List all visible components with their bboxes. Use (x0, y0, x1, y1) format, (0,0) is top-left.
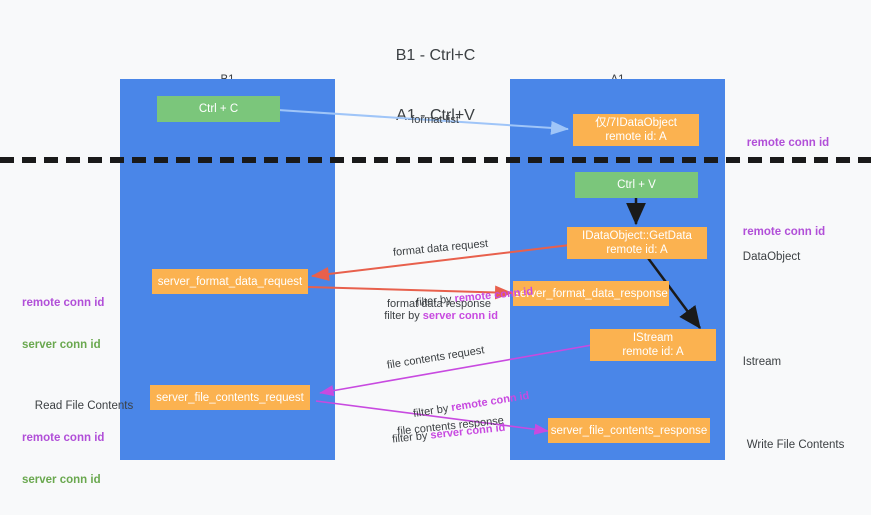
node-getdata-line-2: remote id: A (606, 244, 668, 256)
annotation-right-istream-text: Istream (742, 356, 782, 368)
edge-label-format-list: format list (399, 101, 459, 140)
annotation-left-remote-conn-id-text: remote conn id (22, 297, 105, 309)
annotation-right-dataobject: DataObject (730, 236, 801, 278)
edge-label-format-list-text: format list (411, 114, 459, 126)
node-server-file-contents-request[interactable]: server_file_contents_request (150, 385, 310, 410)
node-istream-line-1: IStream (632, 332, 674, 344)
node-idataobject[interactable]: 仅/7IDataObject remote id: A (573, 114, 699, 146)
annotation-right-write-file-contents-text: Write File Contents (746, 439, 845, 451)
annotation-left-conn-ids-2: remote conn id server conn id (22, 403, 104, 515)
node-idataobject-line-1: 仅/7IDataObject (595, 117, 677, 129)
diagram-title-line-1: B1 - Ctrl+C (395, 47, 476, 64)
edge-label-server-conn-id-1: server conn id (422, 310, 498, 322)
node-istream-line-2: remote id: A (622, 346, 684, 358)
diagram-canvas: B1 - Ctrl+C A1 - Ctrl+V B1 connection A1… (0, 47, 871, 486)
edge-label-filter-by-2: filter by (384, 310, 423, 322)
node-idataobject-getdata[interactable]: IDataObject::GetData remote id: A (567, 227, 707, 259)
annotation-left-conn-ids: remote conn id server conn id (22, 268, 104, 380)
node-ctrl-c-label: Ctrl + C (198, 103, 239, 115)
annotation-right-write-file-contents: Write File Contents (734, 424, 845, 466)
edge-label-format-data-response-filter: filter by server conn id (372, 297, 498, 336)
edge-label-file-contents-request-line-1: file contents request (386, 344, 486, 372)
annotation-right-remote-conn-id-mid: remote conn id (730, 211, 825, 253)
annotation-left-server-conn-id-text: server conn id (22, 339, 101, 351)
annotation-left-server-conn-id-2-text: server conn id (22, 474, 101, 486)
node-getdata-line-1: IDataObject::GetData (582, 230, 692, 242)
node-server-format-data-request[interactable]: server_format_data_request (152, 269, 308, 294)
phase-divider (0, 157, 871, 163)
node-ctrl-c[interactable]: Ctrl + C (157, 96, 280, 122)
annotation-right-dataobject-text: DataObject (742, 251, 801, 263)
edge-label-filter-by-4: filter by (391, 429, 432, 446)
node-server-format-data-response-label: server_format_data_response (514, 287, 668, 300)
node-ctrl-v-label: Ctrl + V (617, 179, 656, 191)
edge-label-server-conn-id-2: server conn id (429, 421, 506, 442)
node-idataobject-line-2: remote id: A (605, 131, 667, 143)
annotation-right-remote-conn-id-mid-text: remote conn id (742, 226, 826, 238)
annotation-right-remote-conn-id-top-text: remote conn id (746, 137, 830, 149)
annotation-left-read-file-contents: Read File Contents (22, 385, 133, 427)
node-server-file-contents-response[interactable]: server_file_contents_response (548, 418, 710, 443)
edge-label-format-data-request-line-1: format data request (392, 237, 489, 259)
node-server-file-contents-response-label: server_file_contents_response (550, 424, 708, 437)
edge-label-format-data-response: format data response (387, 272, 491, 337)
annotation-right-istream: Istream (730, 341, 781, 383)
annotation-left-read-file-contents-text: Read File Contents (34, 400, 134, 412)
node-server-file-contents-request-label: server_file_contents_request (156, 391, 304, 404)
node-istream[interactable]: IStream remote id: A (590, 329, 716, 361)
node-server-format-data-response[interactable]: server_format_data_response (513, 281, 669, 306)
node-server-format-data-request-label: server_format_data_request (157, 275, 303, 288)
node-ctrl-v[interactable]: Ctrl + V (575, 172, 698, 198)
edge-label-format-data-response-line-1: format data response (387, 298, 491, 310)
annotation-right-remote-conn-id-top: remote conn id (734, 122, 829, 164)
annotation-left-remote-conn-id-2-text: remote conn id (22, 432, 105, 444)
